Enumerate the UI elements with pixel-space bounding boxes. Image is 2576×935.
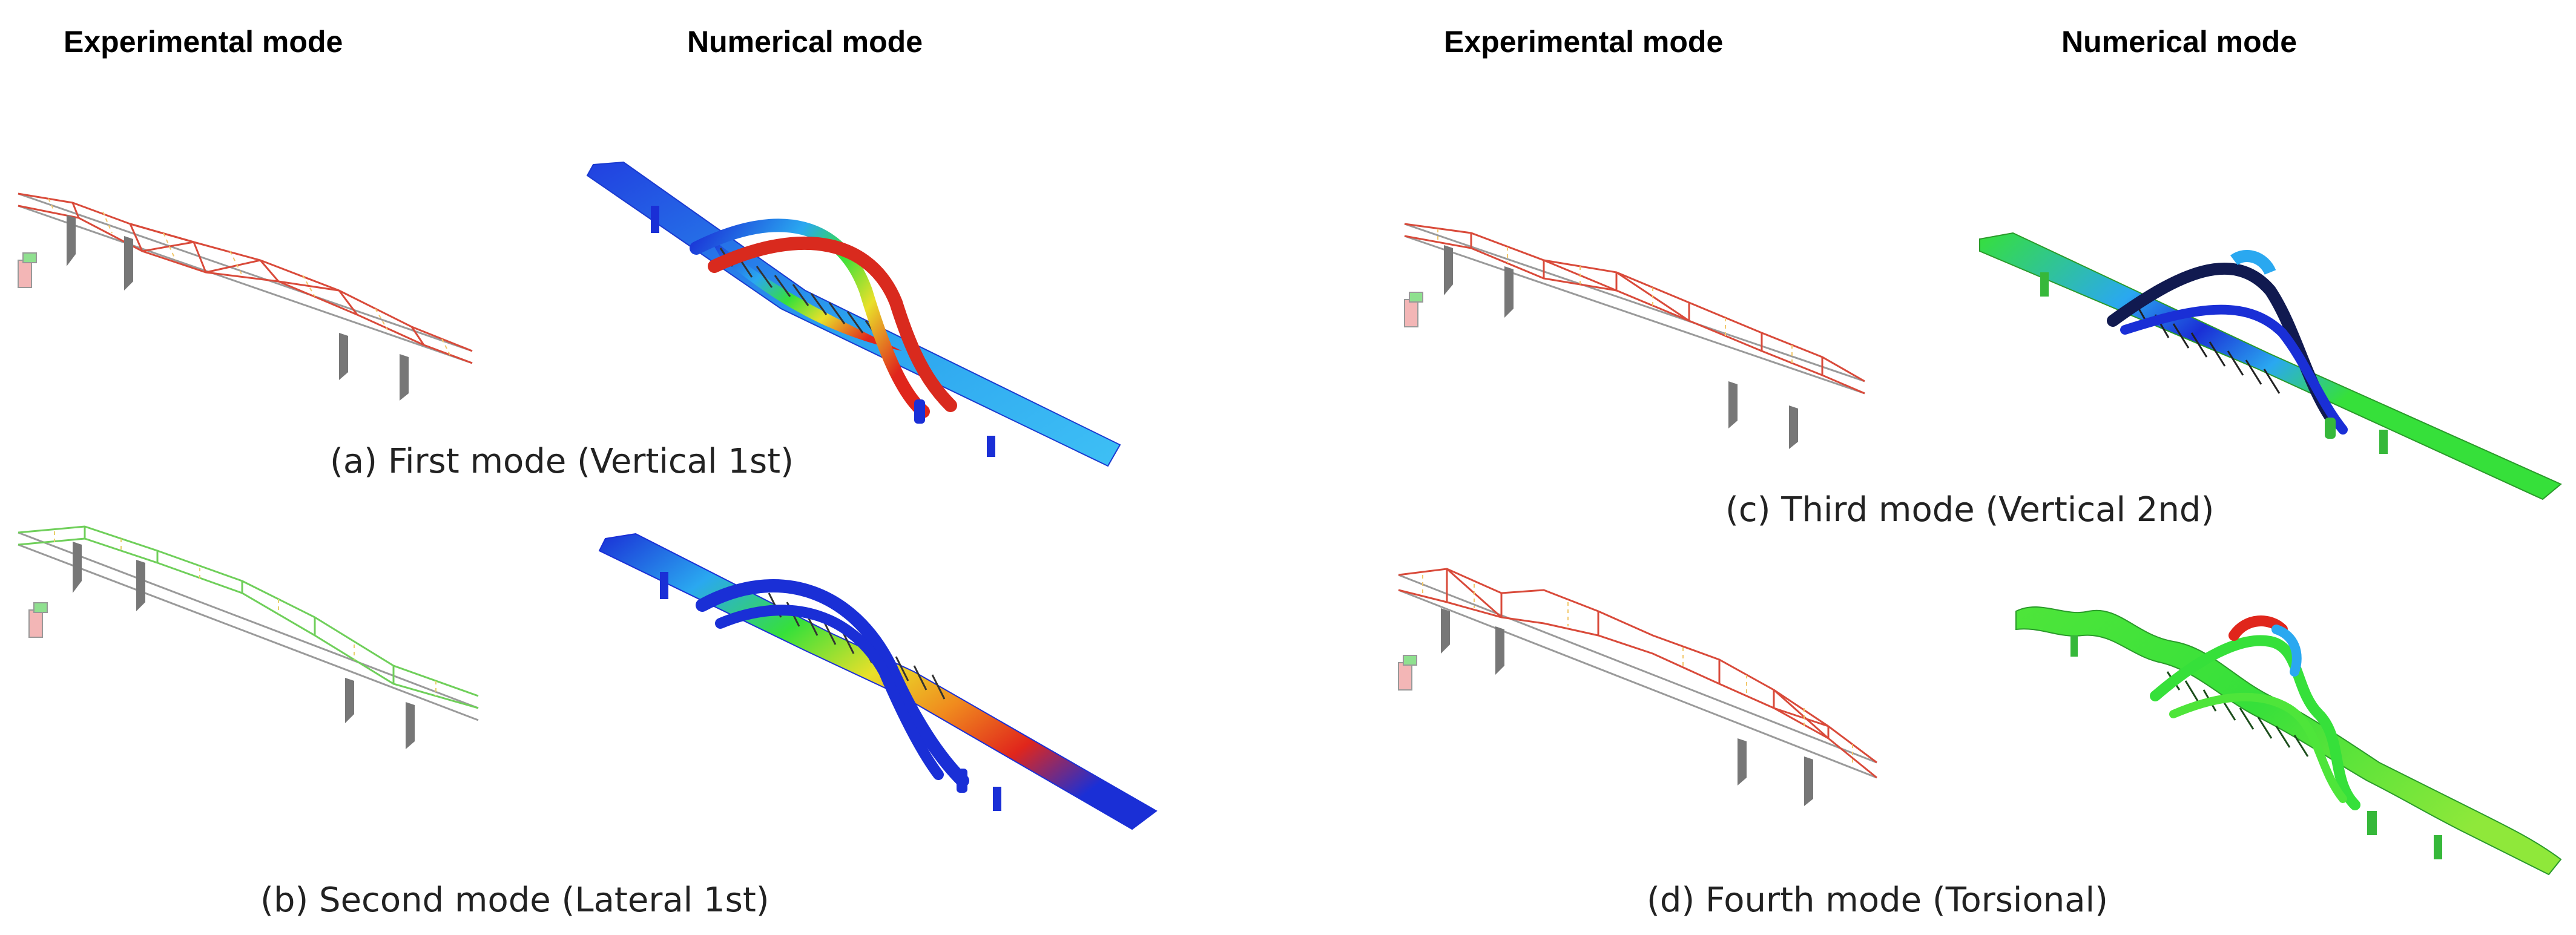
- numerical-mode-a: [586, 161, 1121, 467]
- header-experimental-right: Experimental mode: [1444, 25, 1724, 59]
- numerical-mode-c: [1979, 232, 2562, 500]
- experimental-mode-b: [18, 525, 479, 749]
- experimental-mode-a: [18, 192, 473, 401]
- header-numerical-right: Numerical mode: [2061, 25, 2298, 59]
- caption-b: (b) Second mode (Lateral 1st): [260, 881, 769, 920]
- header-numerical-left: Numerical mode: [687, 25, 923, 59]
- caption-a: (a) First mode (Vertical 1st): [330, 442, 794, 481]
- numerical-mode-b: [598, 533, 1158, 830]
- numerical-mode-d: [2015, 606, 2562, 876]
- caption-c: (c) Third mode (Vertical 2nd): [1725, 490, 2215, 530]
- header-experimental-left: Experimental mode: [64, 25, 343, 59]
- experimental-mode-d: [1398, 568, 1877, 806]
- experimental-mode-c: [1404, 223, 1865, 449]
- caption-d: (d) Fourth mode (Torsional): [1647, 881, 2108, 920]
